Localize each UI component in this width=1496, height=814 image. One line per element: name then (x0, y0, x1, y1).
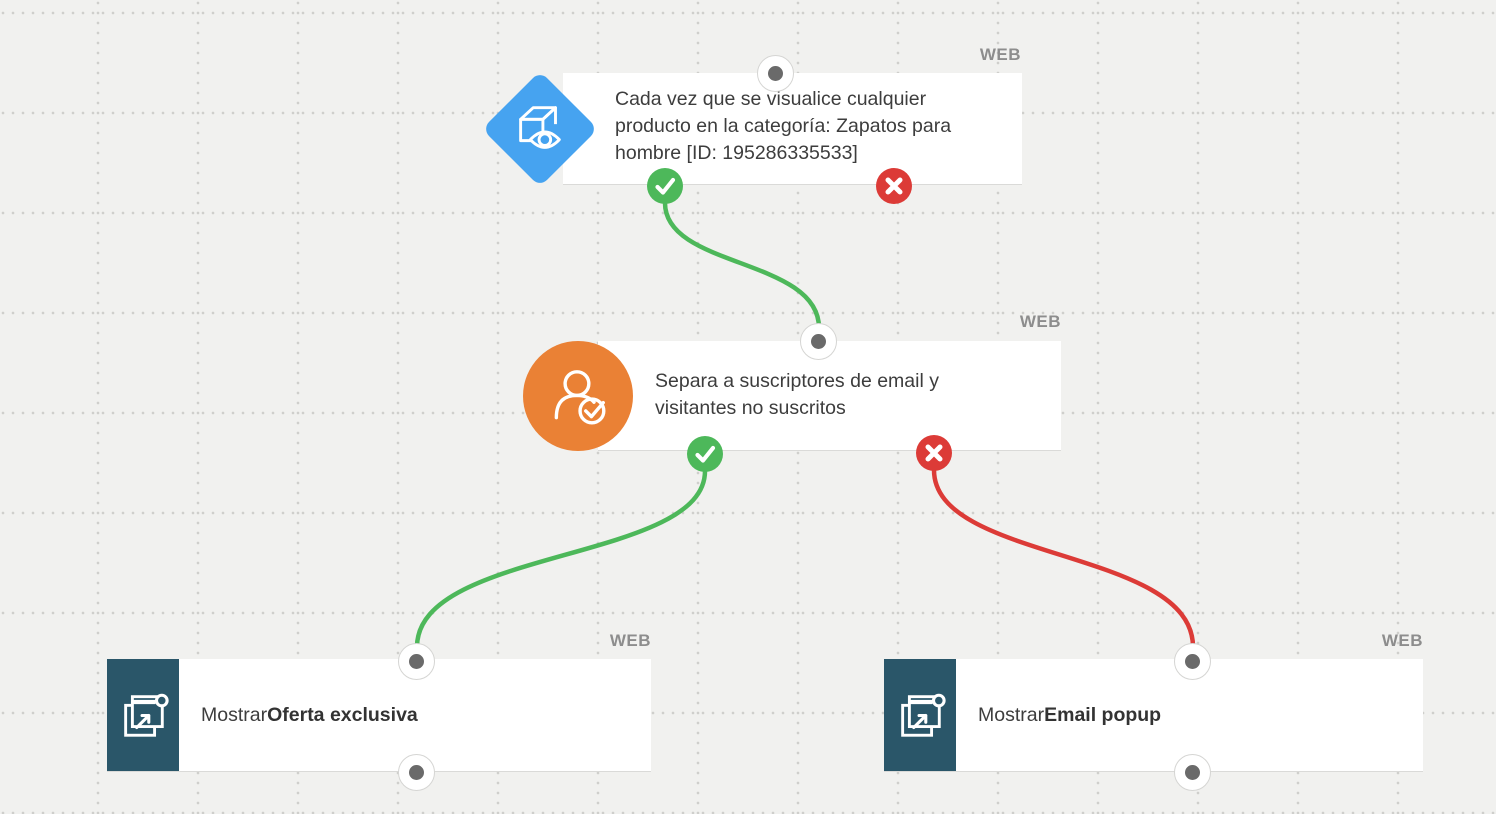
offer-popup-channel-label: WEB (609, 631, 651, 650)
email-popup-input-port[interactable] (1174, 643, 1211, 680)
edge-split-to-offer-popup[interactable] (414, 468, 708, 650)
email-popup-output-port[interactable] (1174, 754, 1211, 791)
email-popup-label-prefix: Mostrar (978, 703, 1045, 726)
x-icon (925, 444, 943, 462)
email-popup-card[interactable]: Mostrar Email popup (884, 659, 1423, 772)
popup-window-glyph (124, 693, 169, 737)
subscriber-split-icon[interactable] (523, 341, 633, 451)
check-mark (584, 401, 605, 419)
popup-window-icon (107, 659, 179, 771)
split-success-port[interactable] (687, 436, 723, 472)
email-popup-channel-label: WEB (1381, 631, 1423, 650)
split-error-port[interactable] (916, 435, 952, 471)
popup-window-glyph (901, 693, 946, 737)
trigger-input-port[interactable] (757, 55, 794, 92)
offer-popup-card[interactable]: Mostrar Oferta exclusiva (107, 659, 651, 772)
check-icon (655, 177, 676, 195)
trigger-success-port[interactable] (647, 168, 683, 204)
trigger-text: Cada vez que se visualice cualquier prod… (615, 88, 952, 164)
split-channel-label: WEB (1019, 312, 1061, 331)
expand-arrow (912, 713, 928, 730)
email-popup-label: Mostrar Email popup (978, 659, 1161, 771)
success-badge-circle (647, 168, 683, 204)
success-badge-circle (687, 436, 723, 472)
edge-split-to-email-popup[interactable] (931, 467, 1196, 650)
check-icon (695, 445, 716, 463)
edge-trigger-to-split[interactable] (662, 200, 822, 331)
split-card[interactable]: Separa a suscriptores de email y visitan… (598, 341, 1061, 451)
popup-window-icon (884, 659, 956, 771)
offer-popup-label-prefix: Mostrar (201, 703, 268, 726)
eye-outline (528, 130, 561, 149)
expand-arrow (135, 713, 151, 730)
corner-ring (931, 693, 946, 708)
offer-popup-label-name: Oferta exclusiva (267, 703, 418, 726)
eye-pupil (537, 132, 553, 147)
trigger-card[interactable]: Cada vez que se visualice cualquier prod… (563, 73, 1022, 185)
cube-side-face (541, 106, 557, 125)
person-head (563, 370, 591, 398)
cube-eye-glyph (519, 106, 561, 149)
product-view-icon[interactable] (482, 71, 598, 187)
offer-popup-input-port[interactable] (398, 643, 435, 680)
offer-popup-label: Mostrar Oferta exclusiva (201, 659, 418, 771)
person-check-glyph (554, 370, 606, 425)
trigger-error-port[interactable] (876, 168, 912, 204)
corner-ring (154, 693, 169, 708)
email-popup-label-name: Email popup (1044, 703, 1162, 726)
check-ring (578, 397, 606, 425)
x-icon (885, 177, 903, 195)
trigger-channel-label: WEB (979, 45, 1021, 64)
offer-popup-output-port[interactable] (398, 754, 435, 791)
split-text: Separa a suscriptores de email y visitan… (655, 370, 939, 419)
split-input-port[interactable] (800, 323, 837, 360)
